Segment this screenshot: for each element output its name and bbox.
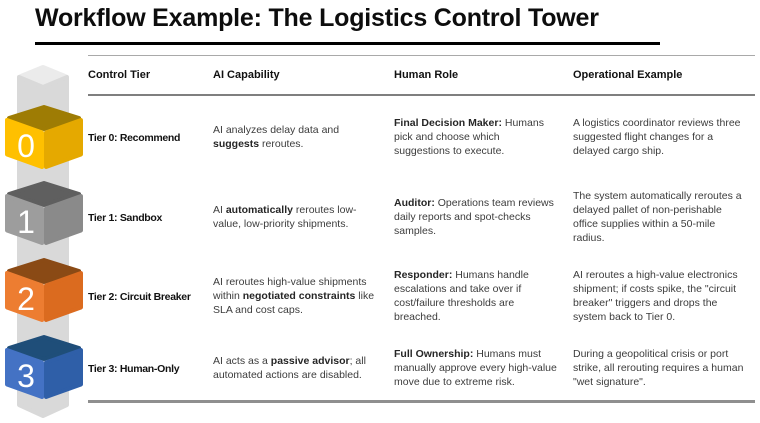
tier-number-2: 2 bbox=[17, 281, 35, 317]
tier-stack-graphic: 0 1 2 3 bbox=[5, 65, 83, 418]
page-title: Workflow Example: The Logistics Control … bbox=[35, 4, 599, 32]
cube-left-face bbox=[5, 194, 44, 245]
human-role-cell: Responder: Humans handle escalations and… bbox=[394, 269, 529, 323]
cube-top-face bbox=[7, 181, 81, 207]
table-row-tier-2: Tier 2: Circuit Breaker AI reroutes high… bbox=[88, 256, 755, 338]
tier-cube-1: 1 bbox=[5, 181, 83, 245]
cube-left-face bbox=[5, 271, 44, 322]
cube-right-face bbox=[44, 271, 83, 322]
tier-cube-2: 2 bbox=[5, 258, 83, 322]
operational-example-cell: A logistics coordinator reviews three su… bbox=[573, 117, 741, 157]
table-row-tier-3: Tier 3: Human-Only AI acts as a passive … bbox=[88, 338, 755, 400]
column-header-human-role: Human Role bbox=[394, 69, 459, 81]
cube-right-face bbox=[44, 348, 83, 399]
title-underline bbox=[35, 42, 660, 45]
column-header-operational-example: Operational Example bbox=[573, 69, 683, 81]
column-header-control-tier: Control Tier bbox=[88, 69, 151, 81]
cube-left-face bbox=[5, 118, 44, 169]
column-header-ai-capability: AI Capability bbox=[213, 69, 280, 81]
ai-capability-cell: AI acts as a passive advisor; all automa… bbox=[213, 355, 366, 381]
tier-number-0: 0 bbox=[17, 128, 35, 164]
tier-number-1: 1 bbox=[17, 204, 35, 240]
table-row-tier-0: Tier 0: Recommend AI analyzes delay data… bbox=[88, 96, 755, 180]
cube-left-face bbox=[5, 348, 44, 399]
tier-label: Tier 0: Recommend bbox=[88, 132, 181, 144]
human-role-cell: Full Ownership: Humans must manually app… bbox=[394, 348, 557, 388]
cube-right-face bbox=[44, 194, 83, 245]
cube-top-face bbox=[7, 105, 81, 131]
tier-label: Tier 2: Circuit Breaker bbox=[88, 291, 191, 303]
ai-capability-cell: AI reroutes high-value shipments within … bbox=[213, 276, 375, 316]
tier-cube-0: 0 bbox=[5, 105, 83, 169]
operational-example-cell: AI reroutes a high-value electronics shi… bbox=[573, 269, 738, 323]
tier-label: Tier 1: Sandbox bbox=[88, 212, 163, 224]
tier-cube-3: 3 bbox=[5, 335, 83, 399]
operational-example-cell: The system automatically reroutes a dela… bbox=[573, 190, 742, 244]
ai-capability-cell: AI automatically reroutes low-value, low… bbox=[213, 204, 357, 230]
table-body: Tier 0: Recommend AI analyzes delay data… bbox=[88, 96, 755, 403]
cube-top-face bbox=[7, 258, 81, 284]
tier-number-3: 3 bbox=[17, 358, 35, 394]
table-header-row: Control Tier AI Capability Human Role Op… bbox=[88, 56, 755, 96]
human-role-cell: Auditor: Operations team reviews daily r… bbox=[394, 197, 554, 237]
cube-top-face bbox=[7, 335, 81, 361]
human-role-cell: Final Decision Maker: Humans pick and ch… bbox=[394, 117, 544, 157]
tier-label: Tier 3: Human-Only bbox=[88, 363, 180, 375]
operational-example-cell: During a geopolitical crisis or port str… bbox=[573, 348, 744, 388]
ai-capability-cell: AI analyzes delay data and suggests rero… bbox=[213, 124, 340, 150]
control-tier-table: Control Tier AI Capability Human Role Op… bbox=[88, 55, 755, 403]
cube-right-face bbox=[44, 118, 83, 169]
table-row-tier-1: Tier 1: Sandbox AI automatically reroute… bbox=[88, 180, 755, 256]
